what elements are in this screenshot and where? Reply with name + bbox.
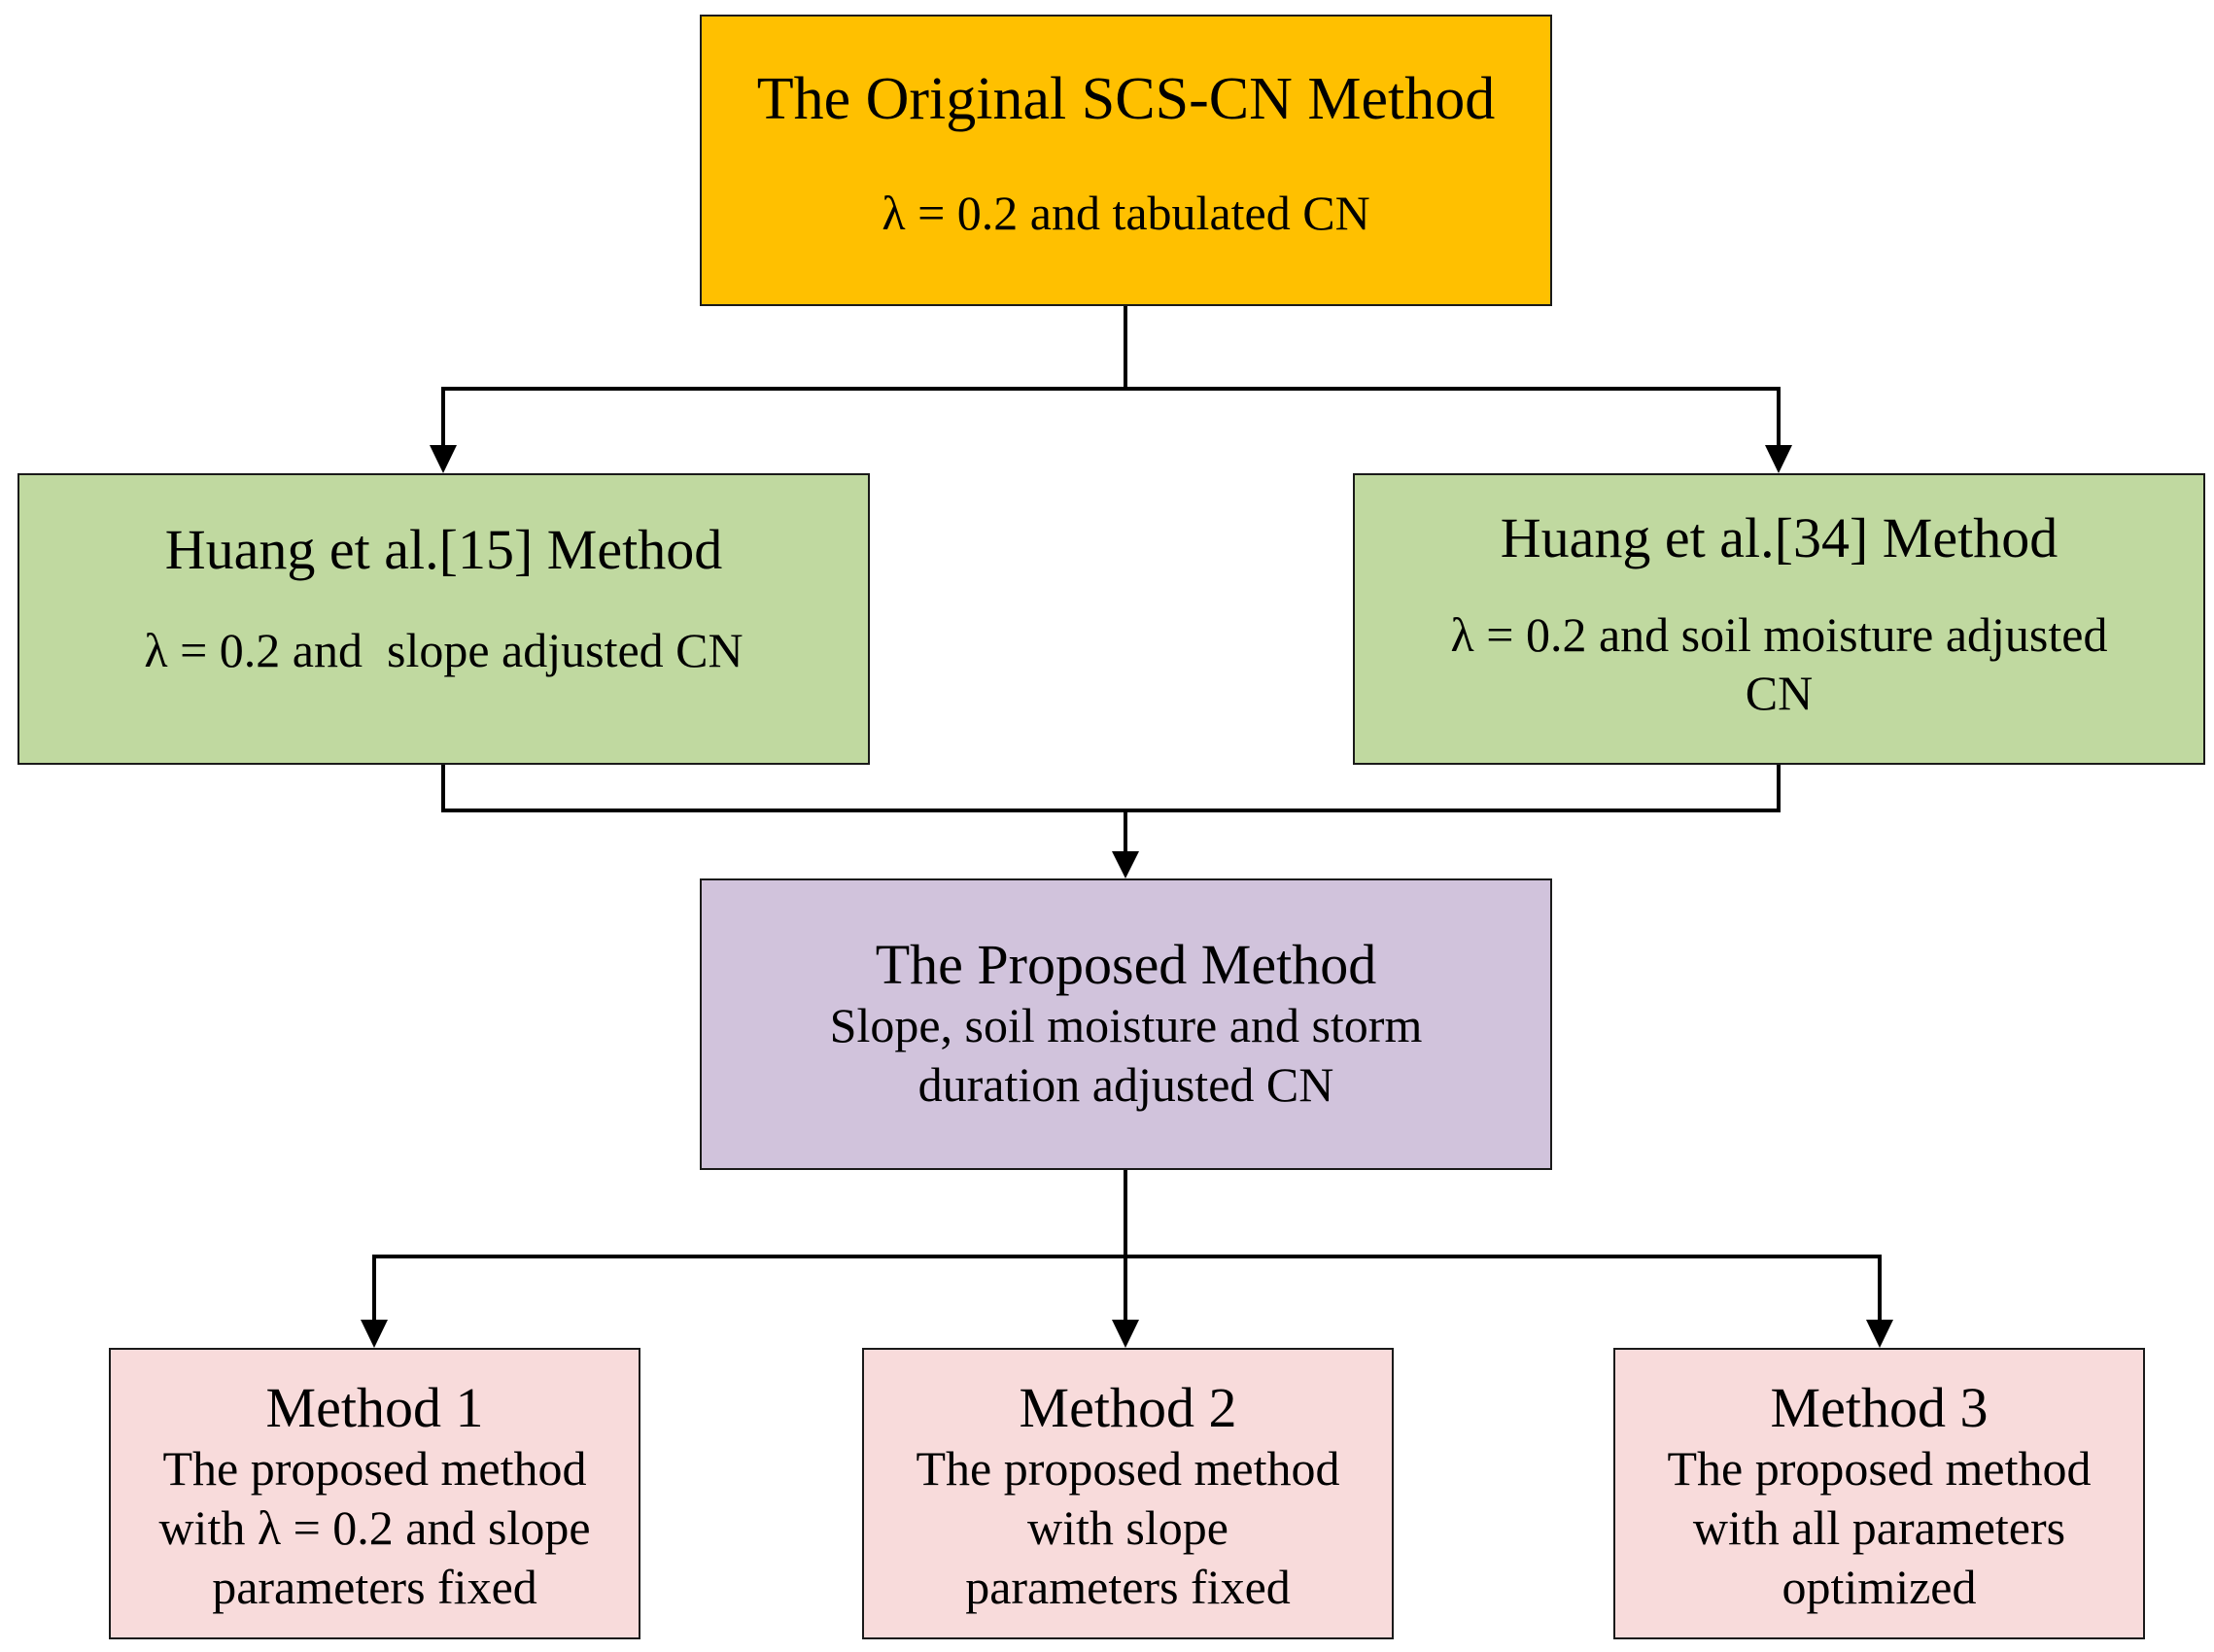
arrowhead-method1 (361, 1320, 388, 1348)
original-subtitle: λ = 0.2 and tabulated CN (882, 186, 1370, 241)
method-3-line1: The proposed method (1667, 1440, 2092, 1496)
proposed-method-box: The Proposed Method Slope, soil moisture… (700, 878, 1552, 1170)
arrowhead-huang34 (1765, 445, 1792, 473)
arrowhead-method2 (1112, 1320, 1139, 1348)
arrowhead-method3 (1866, 1320, 1893, 1348)
method-1-line2: with λ = 0.2 and slope (158, 1499, 591, 1555)
huang34-title: Huang et al.[34] Method (1500, 506, 2058, 569)
method-1-box: Method 1 The proposed method with λ = 0.… (109, 1348, 640, 1639)
method-2-line3: parameters fixed (965, 1559, 1291, 1614)
method-3-box: Method 3 The proposed method with all pa… (1613, 1348, 2145, 1639)
method-3-line3: optimized (1782, 1559, 1977, 1614)
method-3-line2: with all parameters (1692, 1499, 2066, 1555)
arrowhead-huang15 (430, 445, 457, 473)
method-1-line3: parameters fixed (212, 1559, 537, 1614)
huang15-subtitle: λ = 0.2 and slope adjusted CN (144, 622, 744, 677)
original-scs-cn-box: The Original SCS-CN Method λ = 0.2 and t… (700, 15, 1552, 306)
arrowhead-proposed (1112, 851, 1139, 878)
proposed-title: The Proposed Method (875, 933, 1377, 996)
huang34-subtitle-line2: CN (1745, 665, 1814, 720)
proposed-subtitle-line1: Slope, soil moisture and storm (829, 997, 1423, 1052)
method-2-box: Method 2 The proposed method with slope … (862, 1348, 1394, 1639)
method-2-line2: with slope (1027, 1499, 1228, 1555)
huang15-title: Huang et al.[15] Method (164, 518, 723, 581)
huang34-subtitle-line1: λ = 0.2 and soil moisture adjusted (1450, 606, 2108, 662)
huang34-method-box: Huang et al.[34] Method λ = 0.2 and soil… (1353, 473, 2205, 765)
method-3-title: Method 3 (1770, 1376, 1989, 1439)
proposed-subtitle-line2: duration adjusted CN (917, 1056, 1334, 1112)
method-2-line1: The proposed method (916, 1440, 1340, 1496)
method-1-title: Method 1 (265, 1376, 484, 1439)
method-1-line1: The proposed method (162, 1440, 587, 1496)
method-2-title: Method 2 (1019, 1376, 1237, 1439)
original-title: The Original SCS-CN Method (756, 66, 1496, 132)
huang15-method-box: Huang et al.[15] Method λ = 0.2 and slop… (17, 473, 870, 765)
